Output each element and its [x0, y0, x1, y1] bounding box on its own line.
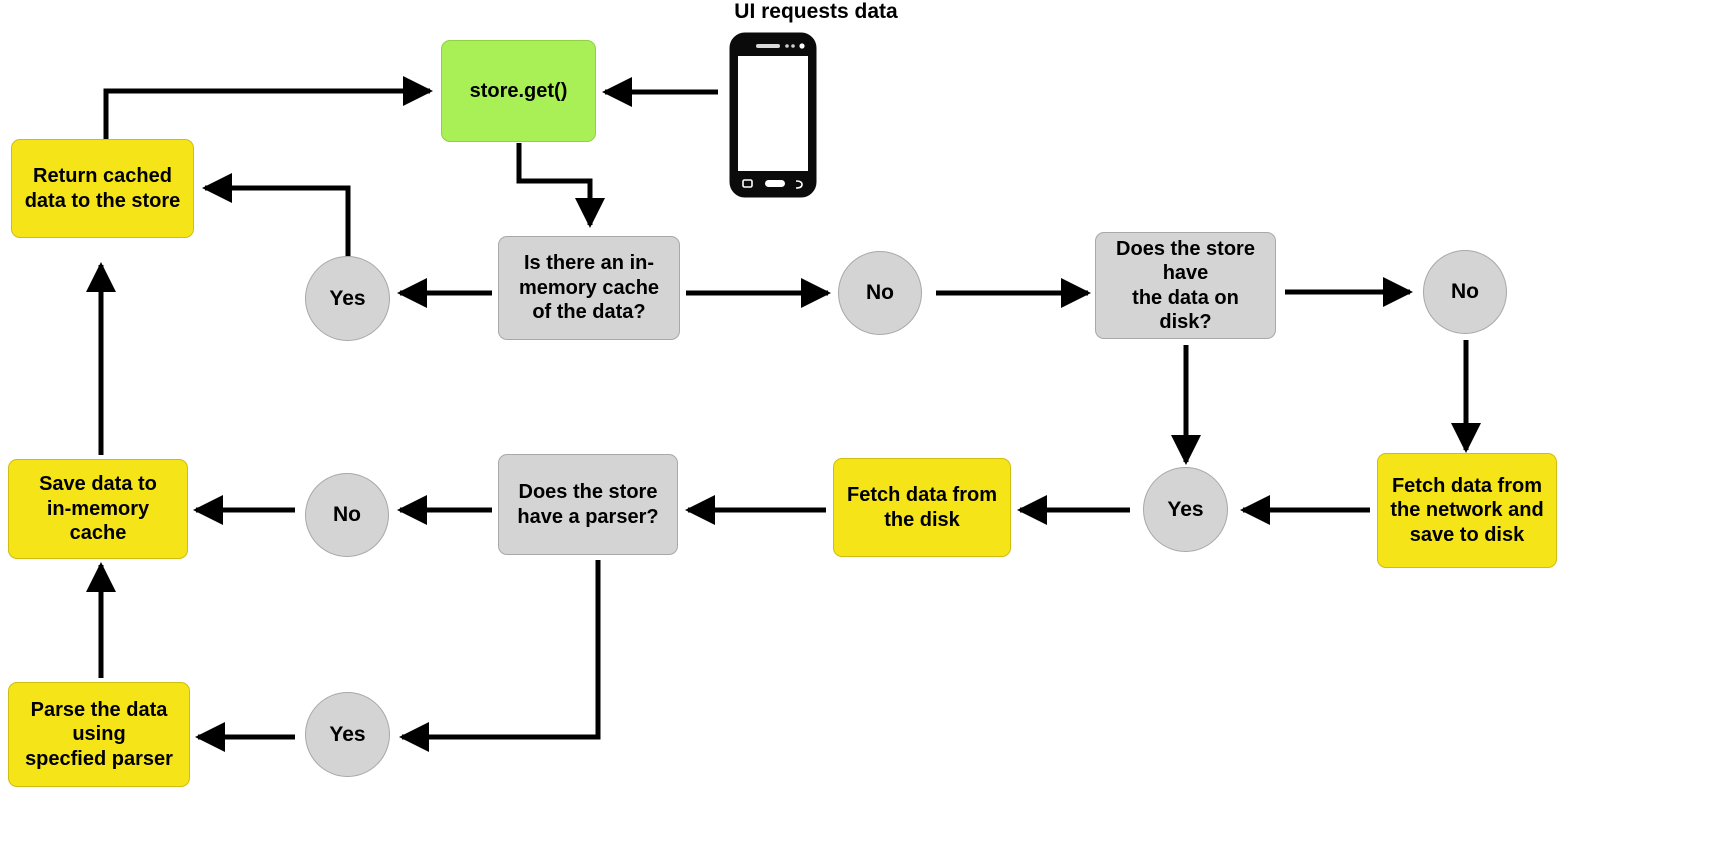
- node-yes-parser[interactable]: Yes: [305, 692, 390, 777]
- node-question-memory-cache[interactable]: Is there an in- memory cache of the data…: [498, 236, 680, 340]
- edge-yes-to-return-cached: [202, 173, 351, 258]
- node-fetch-data-from-network[interactable]: Fetch data from the network and save to …: [1377, 453, 1557, 568]
- node-no-disk[interactable]: No: [1423, 250, 1507, 334]
- node-save-to-in-memory-cache[interactable]: Save data to in-memory cache: [8, 459, 188, 559]
- node-yes-cache[interactable]: Yes: [305, 256, 390, 341]
- edge-return-cached-to-store: [103, 76, 433, 140]
- node-no-parser[interactable]: No: [305, 473, 389, 557]
- node-parse-data-with-parser[interactable]: Parse the data using specfied parser: [8, 682, 190, 787]
- node-fetch-data-from-disk[interactable]: Fetch data from the disk: [833, 458, 1011, 557]
- node-yes-disk[interactable]: Yes: [1143, 467, 1228, 552]
- node-return-cached-data[interactable]: Return cached data to the store: [11, 139, 194, 238]
- node-store-get[interactable]: store.get(): [441, 40, 596, 142]
- edge-parser-q-to-yes: [399, 560, 601, 752]
- smartphone-icon: [729, 32, 817, 198]
- node-no-cache[interactable]: No: [838, 251, 922, 335]
- edge-store-to-memcache-q: [516, 143, 605, 228]
- node-question-store-has-parser[interactable]: Does the store have a parser?: [498, 454, 678, 555]
- node-question-data-on-disk[interactable]: Does the store have the data on disk?: [1095, 232, 1276, 339]
- caption-ui-requests-data: UI requests data: [734, 0, 898, 23]
